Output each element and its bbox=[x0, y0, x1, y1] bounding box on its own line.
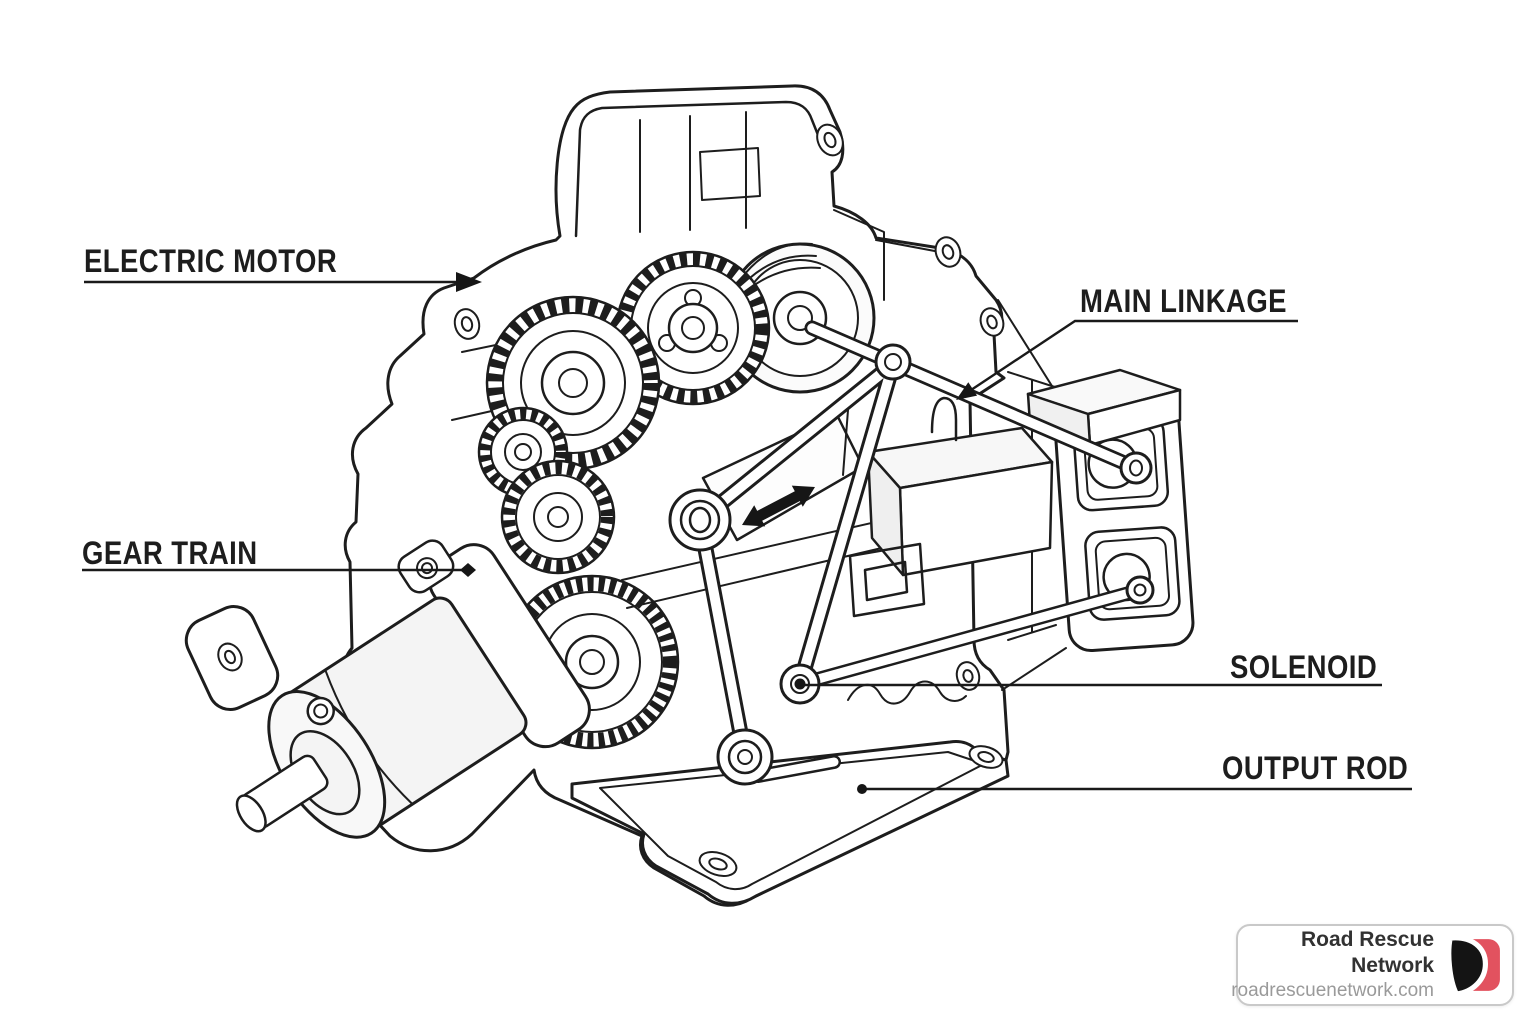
watermark-website: roadrescuenetwork.com bbox=[1231, 980, 1434, 1001]
gear-mid-lower bbox=[500, 459, 616, 575]
label-gear-train: GEAR TRAIN bbox=[82, 535, 258, 571]
watermark-brand-name: Road Rescue Network bbox=[1300, 928, 1434, 977]
label-solenoid: SOLENOID bbox=[1230, 649, 1378, 685]
label-output-rod: OUTPUT ROD bbox=[1222, 750, 1409, 786]
solenoid-drawing bbox=[848, 396, 1054, 618]
label-electric-motor: ELECTRIC MOTOR bbox=[84, 243, 338, 279]
electric-motor-drawing bbox=[235, 539, 591, 839]
road-swoosh-icon bbox=[1446, 936, 1500, 994]
bottom-pan-drawing bbox=[570, 680, 1010, 905]
main-linkage-drawing bbox=[668, 320, 1155, 786]
double-headed-arrow-icon bbox=[742, 485, 815, 527]
watermark-text: Road Rescue Network roadrescuenetwork.co… bbox=[1231, 927, 1434, 1003]
watermark-badge: Road Rescue Network roadrescuenetwork.co… bbox=[1231, 924, 1514, 1006]
left-mounting-lug bbox=[184, 605, 280, 711]
label-main-linkage: MAIN LINKAGE bbox=[1080, 283, 1287, 319]
bolt-holes bbox=[453, 123, 1005, 691]
leader-lines bbox=[82, 272, 1412, 794]
